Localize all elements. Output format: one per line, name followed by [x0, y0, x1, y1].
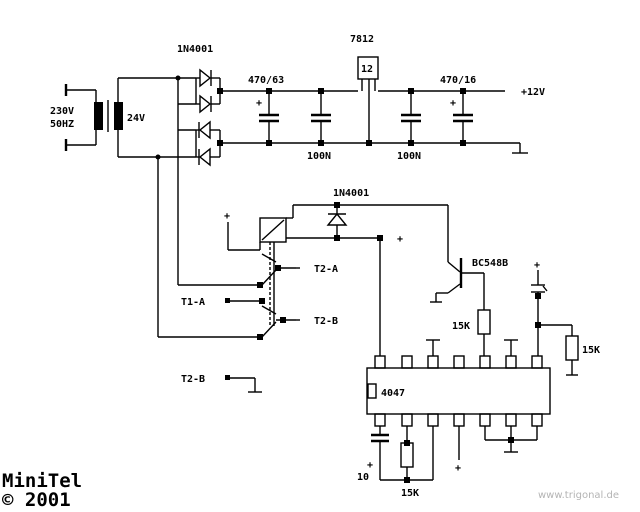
label-secondary: 24V — [127, 113, 145, 124]
label-r-base: 15K — [452, 321, 470, 332]
transistor-bc548b — [430, 205, 485, 310]
label-diode-relay: 1N4001 — [333, 188, 369, 199]
label-transistor: BC548B — [472, 258, 508, 269]
push-button — [531, 270, 572, 356]
mains-input — [64, 84, 97, 151]
terminals — [225, 267, 300, 393]
capacitor-c1: + — [256, 91, 279, 143]
label-plus-node: + — [397, 234, 403, 245]
ic-wiring: + — [367, 238, 538, 483]
secondary-wiring — [117, 75, 263, 340]
label-mains-freq: 50HZ — [50, 119, 74, 130]
svg-text:+: + — [367, 460, 373, 471]
label-plus-ic: + — [455, 463, 461, 474]
regulator-7812: 12 — [357, 56, 379, 143]
svg-text:+: + — [450, 98, 456, 109]
label-vout: +12V — [521, 87, 545, 98]
svg-text:+: + — [256, 98, 262, 109]
capacitor-c2 — [311, 91, 331, 143]
watermark: www.trigonal.de — [538, 490, 619, 501]
capacitor-c4: + — [450, 91, 473, 143]
label-cap-100n-a: 100N — [307, 151, 331, 162]
label-cap-main: 470/63 — [248, 75, 284, 86]
label-cap-out: 470/16 — [440, 75, 476, 86]
relay-contacts — [226, 242, 296, 338]
brand-copyright: © 2001 — [2, 489, 71, 511]
capacitor-c3 — [401, 91, 421, 143]
brand-title: MiniTel — [2, 470, 82, 492]
relay-flyback-diode — [326, 205, 348, 238]
resistor-base — [477, 309, 491, 356]
label-cap-100n-b: 100N — [397, 151, 421, 162]
resistor-right — [565, 325, 579, 376]
label-mains-voltage: 230V — [50, 106, 74, 117]
regulator-pin-label: 12 — [361, 64, 373, 75]
label-cap-timing: 10 — [357, 472, 369, 483]
label-plus-relay: + — [224, 211, 230, 222]
label-ic: 4047 — [381, 388, 405, 399]
bridge-rectifier — [178, 68, 223, 167]
label-r-bottom: 15K — [401, 488, 419, 499]
label-t2b: T2-B — [314, 316, 338, 327]
transformer — [94, 100, 123, 132]
relay-coil — [227, 202, 448, 251]
label-plus-button: + — [534, 260, 540, 271]
label-t2b-left: T2-B — [181, 374, 205, 385]
label-r-right: 15K — [582, 345, 600, 356]
label-diode-bridge: 1N4001 — [177, 44, 213, 55]
label-regulator: 7812 — [350, 34, 374, 45]
label-t2a: T2-A — [314, 264, 338, 275]
label-t1a: T1-A — [181, 297, 205, 308]
